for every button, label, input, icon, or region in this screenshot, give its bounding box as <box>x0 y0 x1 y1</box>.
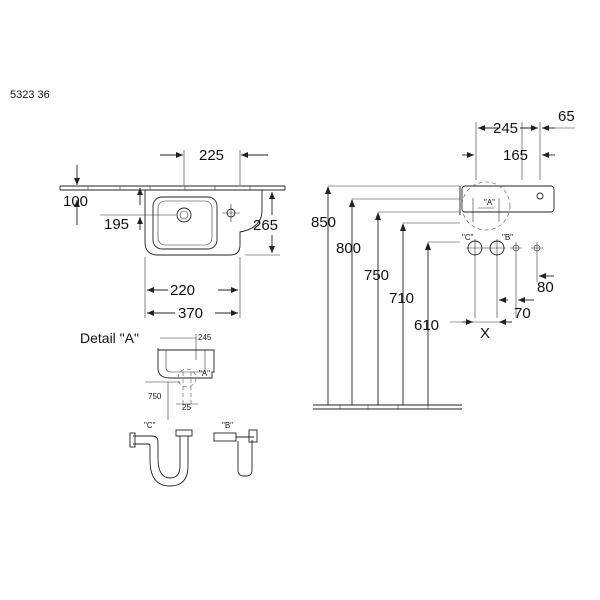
basin-outline <box>144 190 263 256</box>
connection-crosshairs <box>466 239 506 257</box>
height-750-text: 750 <box>364 267 389 284</box>
ext-220-370 <box>144 257 241 318</box>
dim-80-text: 80 <box>537 279 554 296</box>
detail-25-text: 25 <box>182 403 191 412</box>
dim-220-text: 220 <box>170 282 195 299</box>
wall-hatch <box>87 186 251 190</box>
trap-c-pipe-inner <box>133 436 189 487</box>
detail-750-text: 750 <box>148 392 162 401</box>
siphon-sketch <box>472 198 500 222</box>
fitting-1-cross <box>510 242 522 254</box>
detail-label-a: "A" <box>199 369 210 378</box>
dim-265-text: 265 <box>253 217 278 234</box>
detail-basin <box>157 348 215 379</box>
product-code: 5323 36 <box>10 89 50 101</box>
detail-title: Detail "A" <box>80 330 139 346</box>
drain-inner-icon <box>179 210 189 220</box>
side-label-a: "A" <box>484 198 495 207</box>
label-b: "B" <box>502 233 513 242</box>
side-view: "A" 245 65 165 850 800 750 710 610 "C" "… <box>311 108 575 410</box>
basin-profile <box>461 185 555 213</box>
wall-line <box>59 185 286 191</box>
trap-c-cap <box>175 429 193 437</box>
height-800-text: 800 <box>336 240 361 257</box>
trap-b-bowl <box>237 440 253 477</box>
detail-pipe-circle <box>177 368 197 388</box>
detail-a: Detail "A" 245 "A" 750 25 <box>80 330 215 420</box>
trap-c: "C" <box>129 421 193 487</box>
ext-side-top <box>475 122 541 180</box>
trap-b: "B" <box>213 421 258 477</box>
height-710-text: 710 <box>389 290 414 307</box>
dim-100-text: 100 <box>63 193 88 210</box>
floor-hatch <box>339 405 429 409</box>
height-arrowheads <box>325 186 431 250</box>
trap-c-label: "C" <box>144 421 156 430</box>
ext-x <box>450 257 512 323</box>
bowl-outline <box>152 196 218 250</box>
trap-b-top <box>213 432 237 442</box>
detail-basin-inner <box>165 350 206 373</box>
drain-icon <box>176 207 192 223</box>
dim-225-text: 225 <box>199 147 224 164</box>
tap-hole-crosshair <box>222 204 240 222</box>
height-610-text: 610 <box>414 317 439 334</box>
ext-225 <box>183 150 241 185</box>
dim-165-text: 165 <box>503 147 528 164</box>
height-850-text: 850 <box>311 214 336 231</box>
ext-265 <box>245 189 280 256</box>
top-view: 225 100 195 265 220 370 <box>59 147 286 322</box>
detail-245-text: 245 <box>198 333 212 342</box>
bowl-inner <box>157 200 213 246</box>
trap-c-pipe-outer <box>133 435 181 479</box>
dim-195-text: 195 <box>104 216 129 233</box>
label-c: "C" <box>462 233 474 242</box>
ext-70 <box>496 254 517 318</box>
height-references <box>328 185 460 243</box>
marker-x-text: X <box>480 325 490 342</box>
floor-line <box>313 404 462 410</box>
dim-65-text: 65 <box>558 108 575 125</box>
trap-b-label: "B" <box>222 421 233 430</box>
tap-icon <box>536 192 544 200</box>
detail-pipe <box>182 372 192 408</box>
dim-70-text: 70 <box>514 305 531 322</box>
dim-245-text: 245 <box>493 120 518 137</box>
fitting-2-cross <box>531 242 543 254</box>
trap-c-end <box>129 432 136 448</box>
trap-b-cap <box>248 429 258 443</box>
detail-a-circle <box>461 181 511 231</box>
height-lines <box>327 188 429 405</box>
dim-370-text: 370 <box>178 305 203 322</box>
